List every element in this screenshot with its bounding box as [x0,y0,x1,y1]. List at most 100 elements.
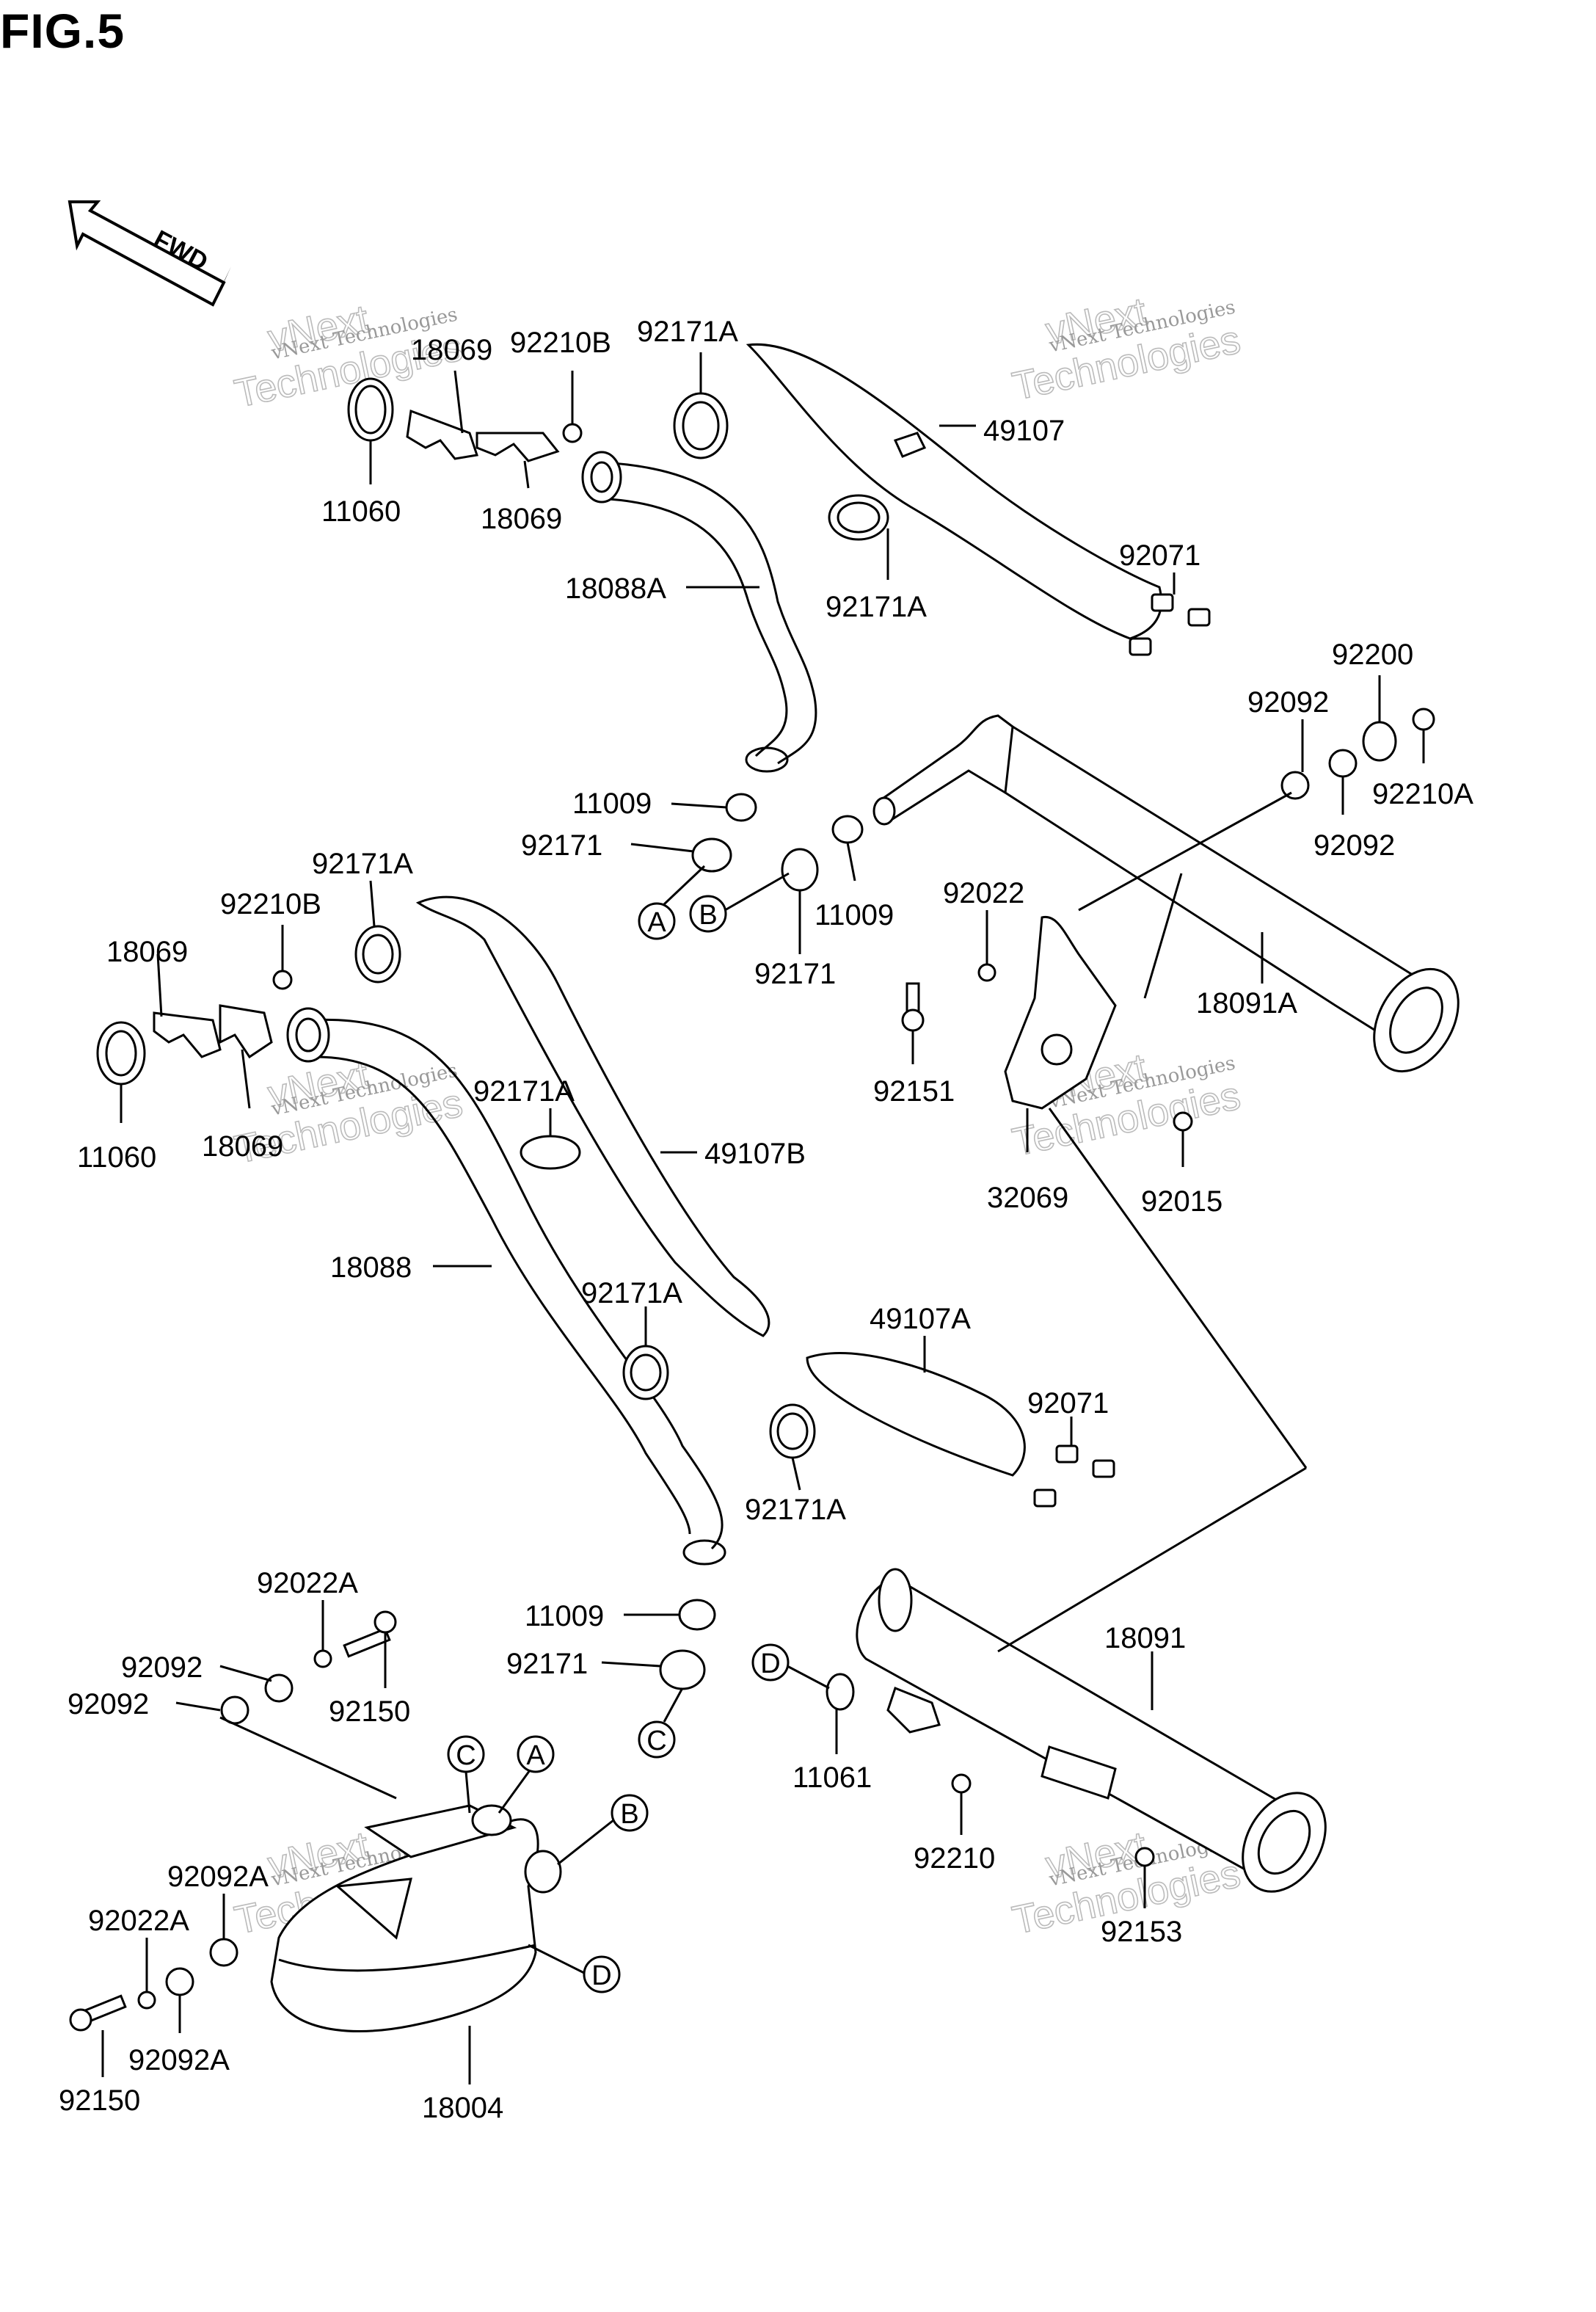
part-label: 92022A [88,1905,189,1937]
part-label: 92171 [506,1648,588,1680]
catalyst-chamber-18004 [270,1804,562,2032]
clamp-92171 [659,1649,706,1690]
gasket-11061 [826,1673,855,1711]
part-label: 18088 [330,1251,412,1284]
part-label: 92171 [754,958,836,990]
clamp-92171a [673,392,729,459]
part-label: 92171A [312,848,413,880]
svg-text:B: B [620,1799,638,1830]
part-label: 92092A [128,2044,230,2076]
part-label: 11060 [77,1141,156,1174]
nut-92015 [1173,1111,1193,1132]
pad-92071 [1129,593,1211,656]
ref-circle-b: B [689,895,727,933]
part-label: 49107A [870,1303,971,1335]
svg-text:B: B [699,900,717,931]
clamp-92171a [828,494,889,541]
part-label: 18091A [1196,987,1297,1019]
part-label: 92071 [1027,1387,1109,1419]
washer-92200 [1362,721,1397,762]
part-label: 92171A [745,1494,846,1526]
part-label: 92171A [637,316,738,348]
nut-92210 [951,1773,972,1794]
part-label: 92210B [510,327,611,359]
gasket-11009 [831,815,864,844]
header-pipe-18088a [581,451,817,773]
part-label: 32069 [987,1182,1068,1214]
gasket-11060 [96,1021,146,1086]
bolt-92150 [343,1610,397,1658]
part-labels: 18069 92210B 92171A 11060 18069 18088A 4… [59,316,1473,2124]
clamp-92171a [622,1345,669,1400]
part-label: 92092A [167,1861,269,1893]
clamp-92171 [691,837,732,873]
gasket-11009 [725,793,757,822]
part-label: 92071 [1119,539,1200,572]
grommet-92092 [1328,749,1358,778]
grommet-92092 [264,1673,294,1703]
part-label: 92092 [1313,829,1395,862]
part-label: 92092 [121,1651,203,1684]
grommet-92092 [1280,771,1310,800]
part-label: 92022A [257,1567,358,1599]
part-label: 18069 [106,936,188,968]
flange-18069 [406,409,478,460]
ref-circle-a: A [517,1735,555,1773]
part-label: 49107 [983,415,1065,447]
svg-text:C: C [456,1740,475,1771]
part-label: 92171 [521,829,602,862]
watermark: vNext vNext Technologies Technologies [1008,289,1245,410]
part-label: 18069 [202,1130,283,1163]
part-label: 18088A [565,572,666,605]
part-label: 92092 [68,1688,149,1720]
ref-circle-c: C [447,1735,485,1773]
part-label: 18069 [481,503,562,535]
washer-92022 [977,963,996,982]
part-label: 92150 [59,2084,140,2117]
bracket-32069 [1004,915,1117,1110]
flange-18069 [219,1004,273,1059]
figure-title: FIG.5 [0,4,125,58]
part-label: 49107B [704,1138,806,1170]
ref-circle-d: D [583,1955,621,1993]
gasket-11060 [347,377,394,442]
heat-shield-49107b [415,895,770,1337]
bolt-92151 [901,982,925,1032]
svg-text:A: A [647,907,666,938]
muffler-18091a [872,714,1460,1073]
flange-18069 [153,1011,222,1058]
part-label: 92015 [1141,1185,1222,1218]
part-label: 92092 [1247,686,1329,719]
clamp-92171a [354,925,401,984]
part-label: 92210B [220,888,321,920]
fwd-arrow-icon: FWD [68,200,231,307]
svg-text:D: D [591,1960,611,1991]
part-label: 11009 [525,1600,604,1632]
washer-92022a [313,1649,332,1668]
header-pipe-18088 [286,1007,726,1566]
part-label: 92210 [914,1842,995,1875]
svg-text:D: D [760,1648,780,1679]
part-label: 92150 [329,1695,410,1728]
ref-circle-a: A [638,902,676,940]
part-label: 92151 [873,1075,955,1108]
leader-lines [101,352,1425,2084]
clamp-92171 [781,848,819,892]
part-label: 18069 [411,334,492,366]
ref-leaders [464,865,830,1974]
muffler-18091 [856,1568,1327,1893]
clamp-92171a [520,1135,581,1170]
part-label: 92171A [473,1075,575,1108]
part-label: 11060 [321,495,401,528]
part-label: 11009 [815,899,894,931]
part-label: 92171A [581,1277,682,1309]
washer-92022a [137,1991,156,2010]
clamp-92171a [769,1403,816,1459]
nut-92210b [272,970,293,990]
part-label: 11009 [572,788,652,820]
nut-92210b [562,423,583,443]
part-label: 18091 [1104,1622,1186,1654]
svg-text:C: C [646,1726,666,1756]
part-label: 92200 [1332,639,1413,671]
